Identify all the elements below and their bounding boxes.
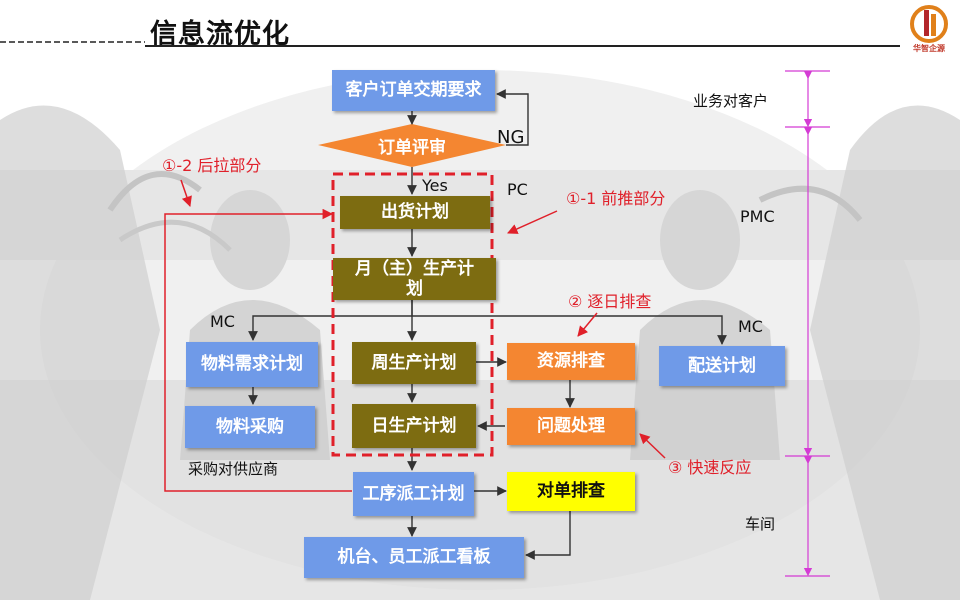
title-underline [0, 41, 900, 47]
order-review-label: 订单评审 [378, 137, 446, 158]
delivery-plan-box: 配送计划 [659, 346, 785, 386]
daily-plan-box: 日生产计划 [352, 404, 476, 448]
section-customer-label: 业务对客户 [693, 92, 769, 110]
push-annotation: ①-1 前推部分 [566, 189, 666, 208]
resource-check-box: 资源排查 [507, 343, 635, 380]
order-review-shape [318, 124, 506, 167]
mc-right-label: MC [738, 317, 763, 336]
supplier-label: 采购对供应商 [188, 460, 279, 478]
pc-label: PC [507, 180, 528, 199]
material-requirement-box: 物料需求计划 [186, 342, 318, 387]
section-workshop-label: 车间 [745, 515, 776, 533]
ng-label: NG [497, 127, 525, 148]
company-logo-icon [910, 5, 948, 43]
mc-left-label: MC [210, 312, 235, 331]
yes-label: Yes [422, 176, 448, 195]
weekly-plan-box: 周生产计划 [352, 342, 476, 384]
logo-text: 华智企源 [913, 44, 945, 53]
pull-annotation: ①-2 后拉部分 [162, 156, 262, 175]
customer-request-box: 客户订单交期要求 [332, 70, 495, 111]
machine-board-box: 机台、员工派工看板 [304, 537, 524, 578]
process-dispatch-box: 工序派工计划 [353, 472, 474, 516]
document-check-box: 对单排查 [507, 472, 635, 511]
section-pmc-label: PMC [740, 207, 775, 226]
shipping-plan-box: 出货计划 [340, 196, 490, 229]
monthly-plan-box: 月（主）生产计划 [333, 258, 496, 300]
material-purchase-box: 物料采购 [185, 406, 315, 448]
daily-check-annotation: ② 逐日排查 [568, 292, 652, 311]
page-title: 信息流优化 [150, 19, 290, 50]
push-region-outline [331, 172, 494, 457]
problem-handling-box: 问题处理 [507, 408, 635, 445]
quick-response-annotation: ③ 快速反应 [668, 458, 752, 477]
